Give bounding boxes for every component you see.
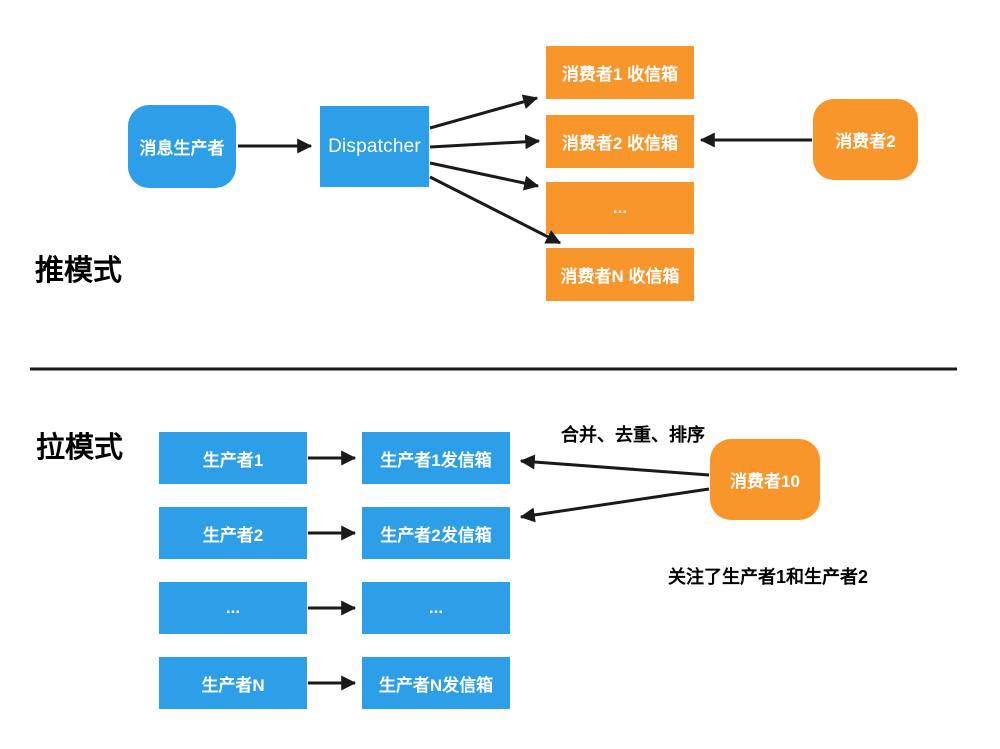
dispatcher-label: Dispatcher (328, 135, 421, 157)
message-producer-label: 消息生产者 (139, 139, 225, 158)
arrow-dispatcher-to-inbox1 (429, 94, 539, 130)
follow-note: 关注了生产者1和生产者2 (668, 567, 869, 587)
producer2-outbox-box: 生产者2发信箱 (362, 507, 510, 559)
arrow-dispatcher-to-inbox2 (429, 134, 541, 150)
producer1-label: 生产者1 (202, 450, 264, 470)
producer-ellipsis-label: ... (225, 598, 241, 617)
consumer-ellipsis-inbox-label: ... (612, 198, 628, 217)
consumer2-inbox-label: 消费者2 收信箱 (561, 134, 679, 153)
consumer10-label: 消费者10 (730, 472, 800, 491)
pull-section-label: 拉模式 (36, 432, 124, 464)
consumer2-label: 消费者2 (835, 132, 896, 151)
merge-dedupe-sort-note: 合并、去重、排序 (561, 425, 705, 445)
producer2-outbox-label: 生产者2发信箱 (380, 525, 492, 545)
consumer1-inbox-label: 消费者1 收信箱 (561, 65, 679, 84)
producer1-outbox-label: 生产者1发信箱 (380, 450, 492, 470)
producerN-outbox-label: 生产者N发信箱 (378, 675, 494, 695)
producerN-label: 生产者N (201, 675, 265, 695)
producerN-outbox-box: 生产者N发信箱 (362, 657, 510, 709)
consumer1-inbox-box: 消费者1 收信箱 (546, 46, 694, 99)
consumerN-inbox-label: 消费者N 收信箱 (560, 267, 680, 286)
producer-ellipsis-outbox-label: ... (428, 598, 444, 617)
producer2-box: 生产者2 (159, 507, 307, 559)
push-section-label: 推模式 (35, 255, 123, 287)
producer2-label: 生产者2 (202, 525, 264, 545)
producer-ellipsis-box: ... (159, 582, 307, 634)
arrow-dispatcher-to-inbox3 (429, 161, 540, 191)
consumer10-box: 消费者10 (710, 439, 820, 520)
consumer-ellipsis-inbox-box: ... (546, 182, 694, 234)
consumerN-inbox-box: 消费者N 收信箱 (546, 248, 694, 301)
producer-ellipsis-outbox-box: ... (362, 582, 510, 634)
consumer2-box: 消费者2 (813, 99, 918, 180)
arrow-consumer10-to-outbox2 (519, 487, 710, 523)
producer1-box: 生产者1 (159, 432, 307, 484)
message-producer-box: 消息生产者 (128, 105, 236, 188)
producer1-outbox-box: 生产者1发信箱 (362, 432, 510, 484)
arrow-consumer10-to-outbox1 (519, 454, 710, 477)
dispatcher-box: Dispatcher (320, 106, 429, 187)
arrow-dispatcher-to-inboxN (429, 175, 562, 245)
consumer2-inbox-box: 消费者2 收信箱 (546, 115, 694, 168)
producerN-box: 生产者N (159, 657, 307, 709)
